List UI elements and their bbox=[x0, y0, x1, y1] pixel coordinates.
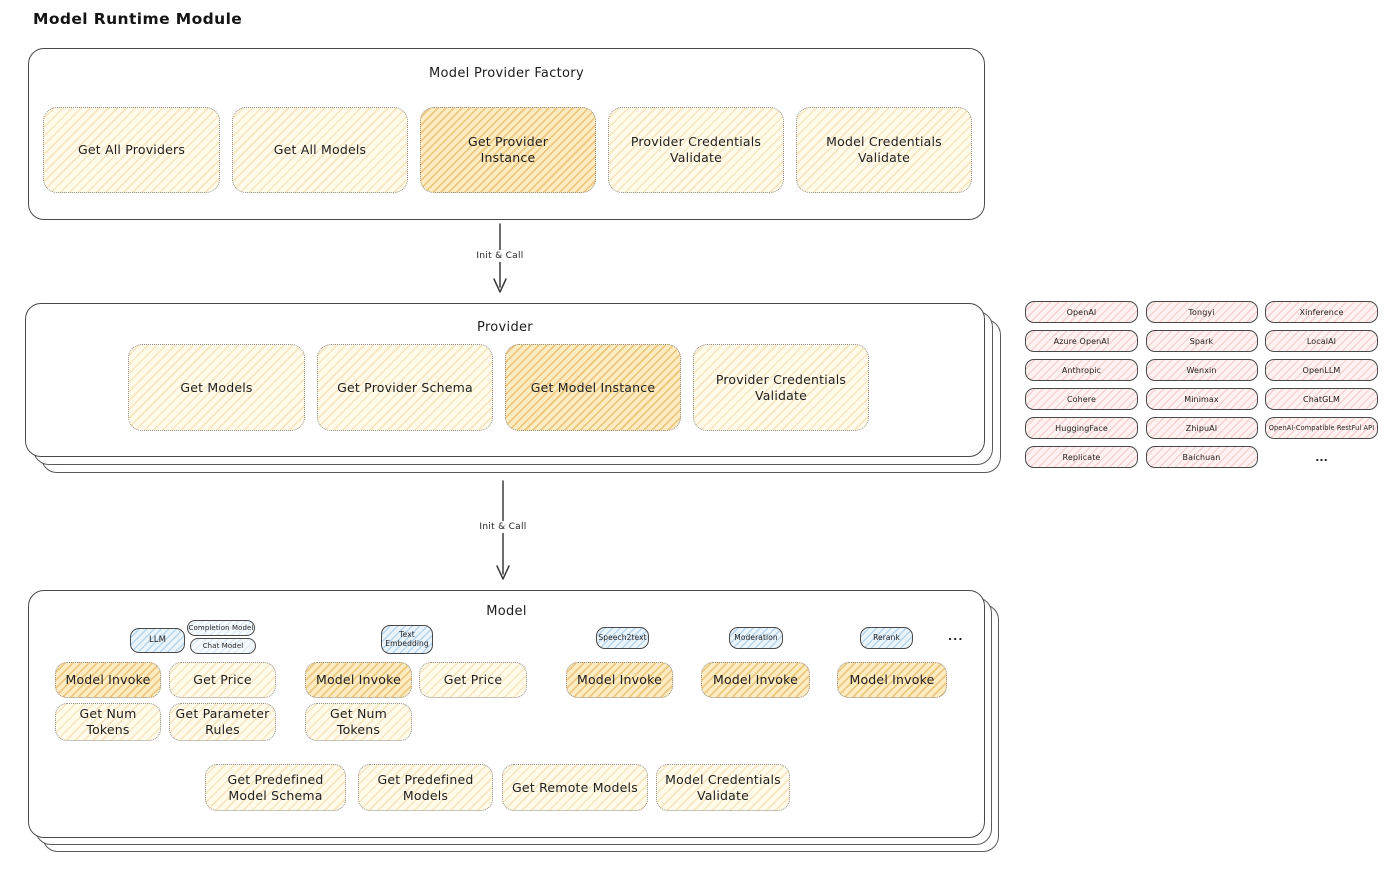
provider-chip-openllm: OpenLLM bbox=[1265, 359, 1378, 381]
init-call-label-2: Init & Call bbox=[466, 521, 540, 533]
node-llm-model-invoke: Model Invoke bbox=[55, 662, 161, 698]
provider-chip-localai: LocalAI bbox=[1265, 330, 1378, 352]
factory-title: Model Provider Factory bbox=[429, 66, 584, 81]
provider-chip-azure-openai: Azure OpenAI bbox=[1025, 330, 1138, 352]
node-get-model-instance: Get Model Instance bbox=[505, 344, 681, 431]
provider-chip-replicate: Replicate bbox=[1025, 446, 1138, 468]
node-get-models: Get Models bbox=[128, 344, 305, 431]
node-get-provider-instance: Get Provider Instance bbox=[420, 107, 596, 193]
node-get-remote-models: Get Remote Models bbox=[502, 764, 648, 811]
provider-chip-zhipuai: ZhipuAI bbox=[1145, 417, 1258, 439]
provider-title: Provider bbox=[477, 320, 533, 335]
provider-chip-anthropic: Anthropic bbox=[1025, 359, 1138, 381]
provider-chip-xinference: Xinference bbox=[1265, 301, 1378, 323]
node-llm-get-parameter-rules: Get Parameter Rules bbox=[169, 703, 276, 741]
node-llm-get-price: Get Price bbox=[169, 662, 276, 698]
node-model-credentials-validate-2: Model Credentials Validate bbox=[656, 764, 790, 811]
tag-text-embedding: Text Embedding bbox=[381, 625, 433, 654]
node-provider-credentials-validate: Provider Credentials Validate bbox=[608, 107, 784, 193]
node-te-get-price: Get Price bbox=[419, 662, 527, 698]
node-get-predefined-models: Get Predefined Models bbox=[358, 764, 493, 811]
provider-chip-spark: Spark bbox=[1145, 330, 1258, 352]
node-moderation-model-invoke: Model Invoke bbox=[701, 662, 810, 698]
provider-chip-wenxin: Wenxin bbox=[1145, 359, 1258, 381]
init-call-label-1: Init & Call bbox=[463, 250, 537, 262]
provider-chip-cohere: Cohere bbox=[1025, 388, 1138, 410]
node-llm-get-num-tokens: Get Num Tokens bbox=[55, 703, 161, 741]
tag-rerank: Rerank bbox=[860, 627, 913, 649]
node-get-all-models: Get All Models bbox=[232, 107, 408, 193]
node-label: Get Provider Instance bbox=[467, 134, 549, 165]
provider-chip-tongyi: Tongyi bbox=[1145, 301, 1258, 323]
node-rerank-model-invoke: Model Invoke bbox=[837, 662, 947, 698]
provider-chip-minimax: Minimax bbox=[1145, 388, 1258, 410]
node-get-all-providers: Get All Providers bbox=[43, 107, 220, 193]
node-model-credentials-validate: Model Credentials Validate bbox=[796, 107, 972, 193]
node-provider-credentials-validate-2: Provider Credentials Validate bbox=[693, 344, 869, 431]
node-te-model-invoke: Model Invoke bbox=[305, 662, 412, 698]
page-title: Model Runtime Module bbox=[33, 10, 243, 28]
model-title: Model bbox=[486, 604, 527, 619]
tag-speech2text: Speech2text bbox=[596, 627, 649, 649]
node-get-predefined-model-schema: Get Predefined Model Schema bbox=[205, 764, 346, 811]
tag-moderation: Moderation bbox=[729, 627, 783, 649]
providers-panel: OpenAI Tongyi Xinference Azure OpenAI Sp… bbox=[1025, 301, 1378, 468]
provider-chip-baichuan: Baichuan bbox=[1145, 446, 1258, 468]
model-more-ellipsis: ... bbox=[948, 630, 964, 643]
provider-chip-huggingface: HuggingFace bbox=[1025, 417, 1138, 439]
tag-completion-model: Completion Model bbox=[187, 620, 255, 636]
node-te-get-num-tokens: Get Num Tokens bbox=[305, 703, 412, 741]
node-get-provider-schema: Get Provider Schema bbox=[317, 344, 493, 431]
node-s2t-model-invoke: Model Invoke bbox=[566, 662, 673, 698]
providers-more-ellipsis: ... bbox=[1315, 450, 1328, 464]
tag-chat-model: Chat Model bbox=[190, 638, 256, 654]
provider-chip-openai: OpenAI bbox=[1025, 301, 1138, 323]
provider-chip-chatglm: ChatGLM bbox=[1265, 388, 1378, 410]
provider-chip-openai-compatible: OpenAI-Compatible RestFul API bbox=[1265, 417, 1378, 439]
tag-llm: LLM bbox=[130, 628, 185, 653]
